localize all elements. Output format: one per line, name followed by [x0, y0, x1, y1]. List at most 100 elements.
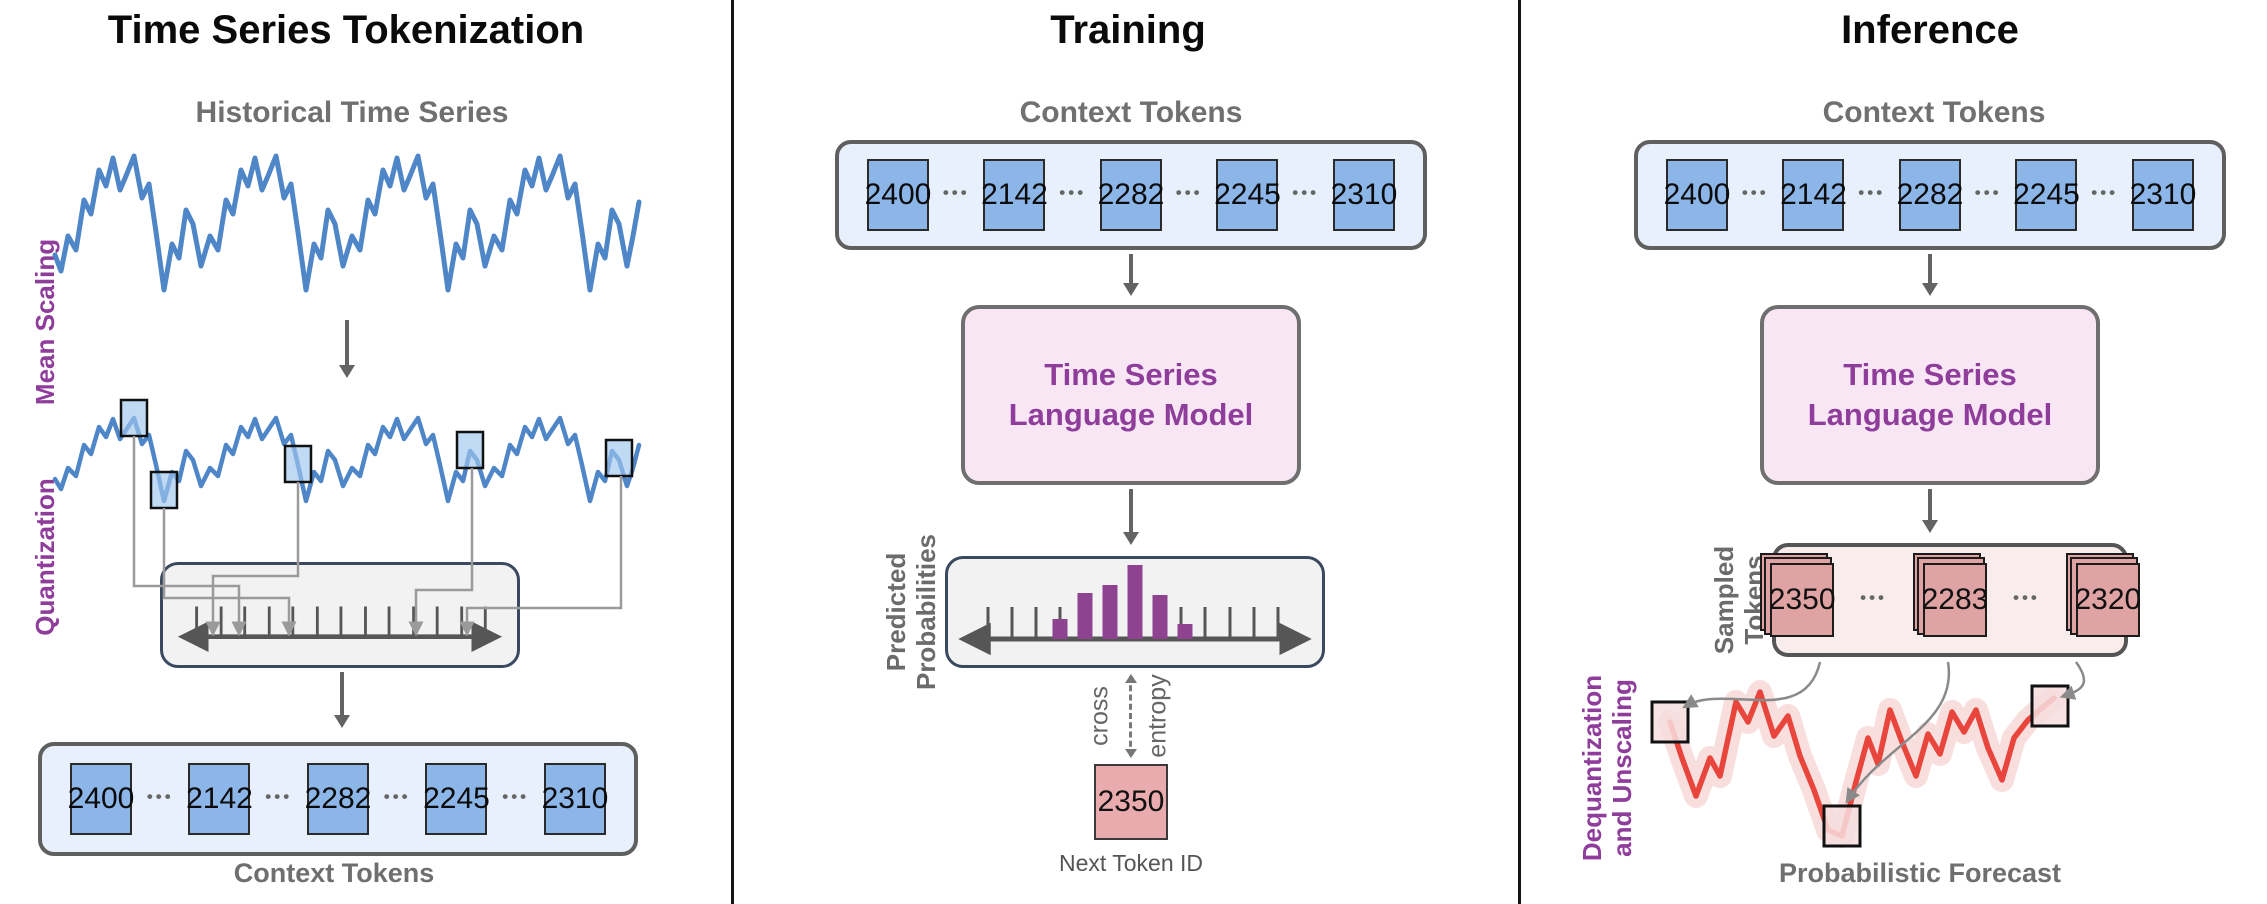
cross-entropy-arrow — [1125, 674, 1137, 758]
token: 2400 — [68, 763, 134, 835]
sample-patch-4 — [455, 430, 485, 470]
token: 2142 — [1780, 159, 1847, 231]
card-arrow-3 — [2059, 661, 2086, 700]
dequantized-points — [1650, 684, 2070, 848]
historical-time-series-plot — [52, 153, 642, 293]
arrow-tokens-to-model-middle — [1123, 254, 1139, 296]
ellipsis: ••• — [2091, 183, 2119, 202]
context-tokens-label-middle: Context Tokens — [1019, 96, 1243, 129]
predicted-label-line1: Predicted — [881, 552, 912, 672]
token: 2245 — [1214, 159, 1281, 231]
context-tokens-label-right: Context Tokens — [1822, 96, 2046, 129]
sampled-label-line1: Sampled — [1709, 545, 1740, 655]
arrow-tokens-to-model-right — [1922, 254, 1938, 296]
sample-patch-5 — [604, 438, 634, 478]
sample-patches — [119, 398, 634, 510]
token: 2282 — [1897, 159, 1963, 231]
ellipsis: ••• — [2013, 588, 2040, 607]
ellipsis: ••• — [1059, 183, 1087, 202]
predicted-probabilities-label: Predicted Probabilities — [881, 533, 942, 691]
model-label-line2: Language Model — [1807, 397, 2053, 432]
scaled-time-series-plot — [52, 398, 642, 510]
token: 2310 — [1331, 159, 1397, 231]
bin-ticks — [195, 606, 487, 635]
connector-5 — [459, 476, 623, 637]
token: 2142 — [981, 159, 1048, 231]
arrow-bins-to-tokens — [334, 672, 350, 728]
card-to-point-arrows — [1682, 661, 2086, 804]
forecast-median-line — [1667, 689, 2057, 839]
model-label-line2: Language Model — [1008, 397, 1254, 432]
ellipsis: ••• — [1858, 183, 1886, 202]
token: 2245 — [2013, 159, 2080, 231]
scaled-series-line — [52, 415, 642, 504]
sampled-token-card: 2320 — [2074, 563, 2141, 637]
token: 2310 — [542, 763, 608, 835]
quantization-bins-box — [160, 562, 520, 668]
historical-series-line — [52, 153, 642, 293]
connector-1 — [132, 436, 247, 637]
predicted-probabilities-box — [945, 556, 1325, 668]
next-token-id-box: 2350 — [1094, 764, 1168, 840]
card-arrow-2 — [1845, 661, 1951, 804]
next-token-id-label: Next Token ID — [1058, 850, 1204, 876]
arrow-series-to-scaled — [339, 320, 355, 378]
arrow-model-to-sampled — [1922, 489, 1938, 533]
dequantized-point-3 — [2030, 684, 2070, 728]
patch-to-bin-connectors — [132, 436, 623, 637]
probability-bars — [1052, 565, 1193, 639]
token: 2245 — [423, 763, 490, 835]
token: 2282 — [305, 763, 371, 835]
panel-divider-left — [731, 0, 734, 904]
time-series-language-model-box-right: Time Series Language Model — [1760, 305, 2100, 485]
context-tokens-label-left: Context Tokens — [233, 858, 435, 888]
model-label-line1: Time Series — [1044, 356, 1218, 392]
predicted-label-line2: Probabilities — [911, 533, 941, 691]
token: 2282 — [1098, 159, 1164, 231]
historical-series-label: Historical Time Series — [195, 96, 509, 129]
context-tokens-container-left: 2400 ••• 2142 ••• 2282 ••• 2245 ••• 2310 — [38, 742, 638, 856]
card-arrow-1 — [1682, 661, 1822, 709]
context-tokens-container-middle: 2400 ••• 2142 ••• 2282 ••• 2245 ••• 2310 — [835, 140, 1427, 250]
sampled-token-card: 2350 — [1769, 563, 1836, 637]
ellipsis: ••• — [146, 787, 174, 806]
ellipsis: ••• — [1741, 183, 1769, 202]
connector-2 — [162, 508, 297, 637]
dequantized-point-1 — [1650, 700, 1690, 744]
ellipsis: ••• — [1860, 588, 1887, 607]
probability-histogram — [958, 565, 1312, 656]
token: 2400 — [1664, 159, 1730, 231]
ellipsis: ••• — [1974, 183, 2002, 202]
entropy-label: entropy — [1143, 674, 1172, 758]
token: 2142 — [186, 763, 253, 835]
probabilistic-forecast-label: Probabilistic Forecast — [1778, 858, 2062, 888]
sample-patch-3 — [283, 444, 313, 484]
tokenization-title: Time Series Tokenization — [107, 8, 585, 52]
connector-4 — [408, 468, 474, 637]
panel-divider-right — [1518, 0, 1521, 904]
dequant-label-line1: Dequantization — [1577, 674, 1608, 862]
ellipsis: ••• — [383, 787, 411, 806]
sampled-token-card: 2283 — [1922, 563, 1988, 637]
training-title: Training — [1050, 8, 1206, 52]
token: 2400 — [865, 159, 931, 231]
dequantized-point-2 — [1822, 804, 1862, 848]
dequantization-label: Dequantization and Unscaling — [1577, 674, 1638, 862]
ellipsis: ••• — [265, 787, 293, 806]
context-tokens-container-right: 2400 ••• 2142 ••• 2282 ••• 2245 ••• 2310 — [1634, 140, 2226, 250]
probabilistic-forecast-plot — [1650, 661, 2086, 848]
inference-title: Inference — [1841, 8, 2019, 52]
arrow-model-to-probabilities — [1123, 489, 1139, 545]
sampled-tokens-label: Sampled Tokens — [1709, 545, 1770, 655]
ellipsis: ••• — [1292, 183, 1320, 202]
ellipsis: ••• — [1175, 183, 1203, 202]
time-series-language-model-box-middle: Time Series Language Model — [961, 305, 1301, 485]
connector-3 — [205, 482, 300, 637]
sampled-tokens-container: 2350 ••• 2283 ••• 2320 — [1769, 543, 2141, 657]
sampled-label-line2: Tokens — [1739, 555, 1769, 645]
ellipsis: ••• — [942, 183, 970, 202]
quantization-axis — [177, 606, 503, 653]
token: 2310 — [2130, 159, 2196, 231]
model-label-line1: Time Series — [1843, 356, 2017, 392]
